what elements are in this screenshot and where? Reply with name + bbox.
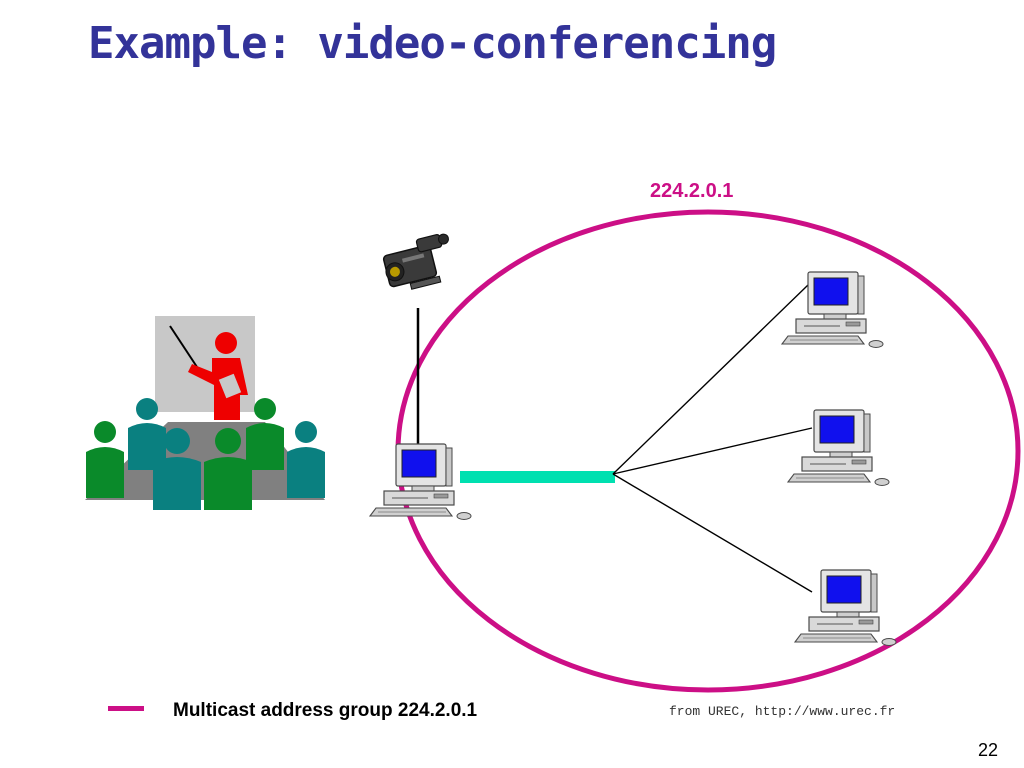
receiver-computer-icon bbox=[781, 271, 884, 349]
legend-swatch bbox=[108, 706, 144, 711]
fanout-line-middle bbox=[612, 427, 813, 475]
fanout-line-bottom bbox=[612, 473, 813, 593]
meeting-room-icon bbox=[85, 316, 325, 510]
legend-label: Multicast address group 224.2.0.1 bbox=[173, 700, 478, 721]
receiver-computer-icon bbox=[794, 569, 897, 647]
multicast-group-ellipse bbox=[395, 209, 1021, 693]
video-camera-icon bbox=[382, 233, 449, 290]
fanout-line-top bbox=[612, 284, 809, 475]
page-number: 22 bbox=[977, 740, 998, 760]
source-credit: from UREC, http://www.urec.fr bbox=[669, 704, 896, 719]
group-address-label: 224.2.0.1 bbox=[650, 180, 734, 202]
receiver-computer-icon bbox=[787, 409, 890, 487]
source-computer-icon bbox=[369, 443, 472, 521]
multicast-link bbox=[460, 471, 615, 483]
slide-title: Example: video-conferencing bbox=[88, 18, 777, 69]
